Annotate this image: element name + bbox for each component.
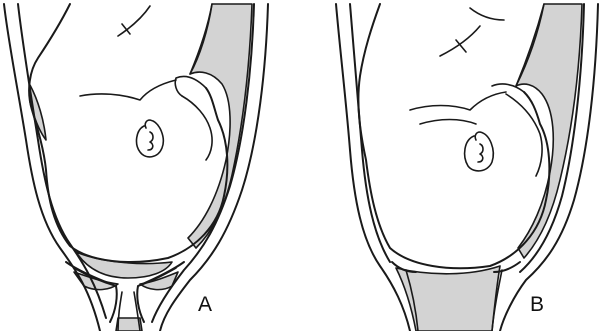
panel-a-neck-crease xyxy=(80,80,176,100)
panel-b-wall-left-inner xyxy=(350,4,390,262)
panel-b-limb-line-1 xyxy=(440,26,480,56)
panel-b-limb-line-3 xyxy=(470,8,504,20)
panel-b-neck-crease-2 xyxy=(420,120,476,125)
panel-a-wall-left-inner xyxy=(18,4,106,318)
panel-b-lower-fluid xyxy=(396,266,500,331)
panel-a-limb-line-1 xyxy=(118,6,150,36)
panel-b-wall-left-outer xyxy=(336,4,410,331)
panel-b-neck-crease xyxy=(410,92,506,110)
panel-a-ear-inner xyxy=(148,132,153,150)
panel-b-face xyxy=(506,94,542,176)
panel-b-fetal-body xyxy=(358,4,549,268)
panel-b-amniotic-fluid xyxy=(516,4,582,258)
panel-b-ear-icon xyxy=(465,132,494,171)
panel-a-label: A xyxy=(198,293,212,316)
panel-a-ear-icon xyxy=(137,120,164,157)
panel-b: B xyxy=(336,4,598,331)
panel-a: A xyxy=(4,4,268,331)
panel-a-fetal-back xyxy=(175,76,206,96)
panel-b-label: B xyxy=(530,293,544,316)
panel-b-ear-inner xyxy=(478,144,483,162)
panel-a-face xyxy=(182,96,212,160)
